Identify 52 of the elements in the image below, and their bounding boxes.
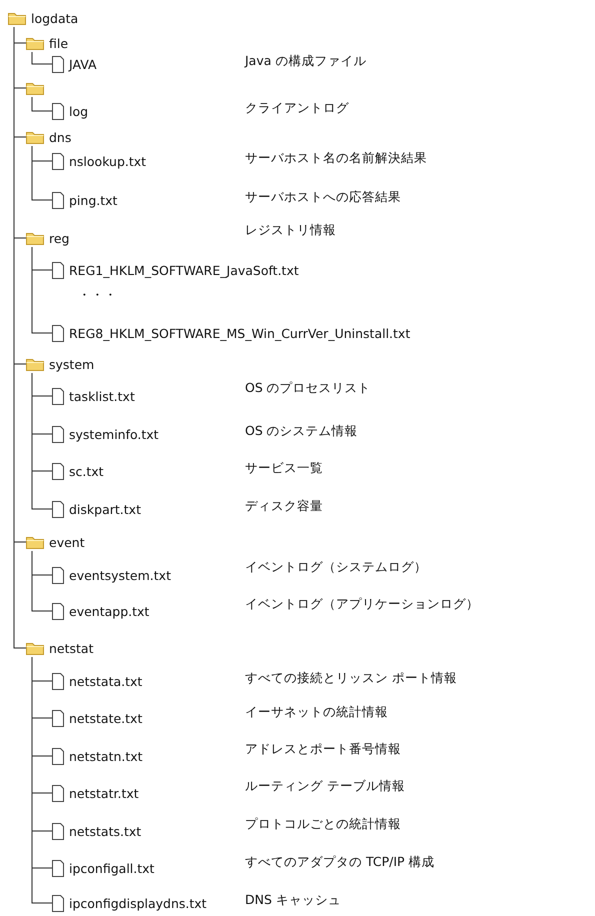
file-name: netstate.txt [69, 710, 142, 726]
file-name: log [69, 104, 88, 118]
tree-line [32, 550, 52, 612]
tree-line [32, 52, 52, 64]
description-text: アドレスとポート番号情報 [245, 740, 401, 758]
tree-line [32, 246, 52, 334]
tree-line [32, 96, 52, 112]
description-text: イベントログ（システムログ） [245, 558, 427, 576]
file-name: netstats.txt [69, 824, 142, 838]
file-name: diskpart.txt [69, 502, 141, 516]
file-name: netstatr.txt [69, 786, 139, 800]
file-name: ipconfigall.txt [69, 860, 154, 876]
file-name: netstata.txt [69, 674, 142, 688]
description-text: OS のプロセスリスト [245, 379, 371, 397]
folder-name: dns [49, 130, 72, 144]
tree-line [14, 26, 26, 648]
file-name: tasklist.txt [69, 388, 135, 404]
tree-line [32, 372, 52, 510]
file-name: REG1_HKLM_SOFTWARE_JavaSoft.txt [69, 262, 299, 278]
file-name: ping.txt [69, 192, 118, 208]
folder-name: reg [49, 230, 70, 246]
file-name: eventsystem.txt [69, 568, 171, 582]
file-name: ipconfigdisplaydns.txt [69, 896, 207, 910]
description-text: DNS キャッシュ [245, 891, 341, 909]
file-name: systeminfo.txt [69, 426, 159, 442]
folder-name: event [49, 534, 85, 550]
description-text: サービス一覧 [245, 459, 323, 477]
ellipsis-text: ・・・ [78, 286, 117, 304]
description-text: すべてのアダプタの TCP/IP 構成 [245, 853, 435, 871]
description-text: クライアントログ [245, 99, 349, 117]
file-name: nslookup.txt [69, 154, 146, 168]
file-name: sc.txt [69, 464, 104, 478]
tree-line [32, 146, 52, 200]
description-text: イーサネットの統計情報 [245, 703, 388, 721]
folder-name: system [49, 356, 94, 372]
description-text: ルーティング テーブル情報 [245, 777, 405, 795]
description-text: ディスク容量 [245, 497, 323, 515]
folder-name: file [49, 36, 68, 50]
folder-name: netstat [49, 640, 94, 656]
description-text: プロトコルごとの統計情報 [245, 815, 401, 833]
file-name: JAVA [69, 56, 97, 72]
description-text: レジストリ情報 [245, 221, 336, 239]
description-text: サーバホスト名の名前解決結果 [245, 149, 427, 167]
file-name: REG8_HKLM_SOFTWARE_MS_Win_CurrVer_Uninstall.txt [69, 326, 410, 340]
description-text: イベントログ（アプリケーションログ） [245, 595, 479, 613]
description-text: すべての接続とリッスン ポート情報 [245, 669, 457, 687]
description-text: Java の構成ファイル [245, 52, 366, 70]
description-text: サーバホストへの応答結果 [245, 188, 401, 206]
description-text: OS のシステム情報 [245, 422, 358, 440]
folder-name: logdata [31, 10, 78, 26]
file-name: netstatn.txt [69, 748, 143, 764]
file-name: eventapp.txt [69, 604, 150, 618]
